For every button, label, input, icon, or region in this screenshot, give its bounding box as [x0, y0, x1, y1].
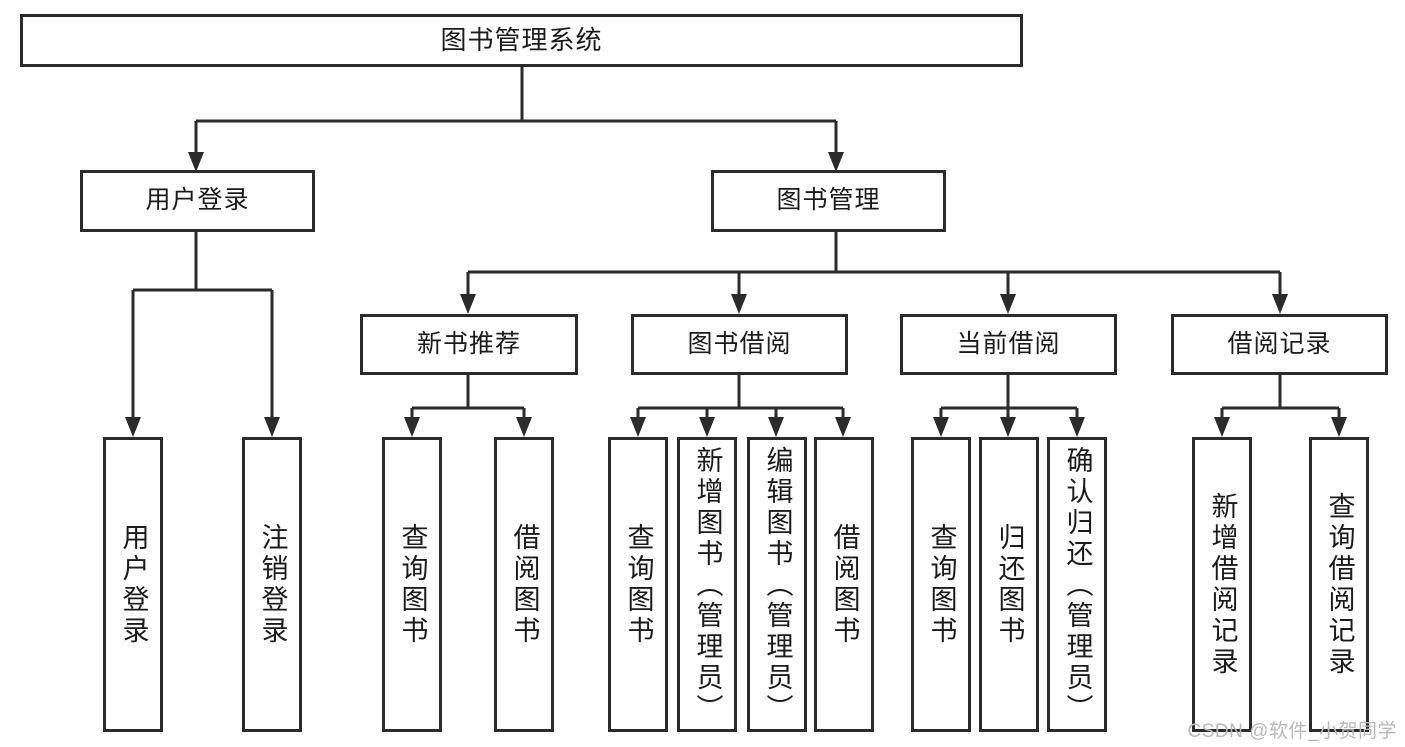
leaf-borrow-books-new[interactable]: 借阅图书	[494, 437, 554, 732]
node-label: 图书借阅	[687, 329, 792, 358]
node-user-login[interactable]: 用户登录	[80, 170, 315, 232]
node-book-borrowing[interactable]: 图书借阅	[631, 314, 848, 375]
leaf-add-book-admin[interactable]: 新增图书（管理员）	[677, 437, 737, 732]
node-label: 图书管理系统	[440, 25, 603, 56]
leaf-confirm-return-admin[interactable]: 确认归还（管理员）	[1047, 437, 1107, 732]
node-label: 查询图书	[623, 522, 654, 647]
leaf-query-borrow-record[interactable]: 查询借阅记录	[1309, 437, 1369, 732]
node-borrowing-records[interactable]: 借阅记录	[1171, 314, 1388, 375]
leaf-query-books-current[interactable]: 查询图书	[911, 437, 971, 732]
node-label: 新书推荐	[416, 329, 521, 358]
node-label: 查询图书	[926, 522, 957, 647]
node-label: 借阅图书	[509, 522, 540, 647]
leaf-edit-book-admin[interactable]: 编辑图书（管理员）	[747, 437, 807, 732]
node-root-book-management-system[interactable]: 图书管理系统	[20, 14, 1023, 67]
node-label: 归还图书	[994, 522, 1025, 647]
leaf-logout[interactable]: 注销登录	[242, 437, 302, 732]
leaf-borrow-books[interactable]: 借阅图书	[814, 437, 874, 732]
node-new-book-recommendation[interactable]: 新书推荐	[360, 314, 578, 375]
node-label: 查询借阅记录	[1324, 491, 1355, 678]
node-label: 注销登录	[257, 522, 288, 647]
node-label: 用户登录	[118, 522, 149, 647]
node-label: 编辑图书（管理员）	[762, 446, 793, 725]
node-label: 借阅记录	[1227, 329, 1332, 358]
leaf-query-books-borrow[interactable]: 查询图书	[608, 437, 668, 732]
node-label: 用户登录	[145, 186, 250, 215]
node-label: 查询图书	[397, 522, 428, 647]
leaf-return-books[interactable]: 归还图书	[979, 437, 1039, 732]
csdn-watermark: CSDN @软件_小贺同学	[1187, 721, 1397, 742]
node-label: 确认归还（管理员）	[1062, 446, 1093, 725]
node-book-management[interactable]: 图书管理	[711, 170, 946, 232]
node-label: 新增借阅记录	[1207, 491, 1238, 678]
leaf-add-borrow-record[interactable]: 新增借阅记录	[1192, 437, 1252, 732]
node-label: 借阅图书	[829, 522, 860, 647]
leaf-user-login[interactable]: 用户登录	[103, 437, 163, 732]
leaf-query-books-new[interactable]: 查询图书	[382, 437, 442, 732]
node-label: 图书管理	[776, 186, 881, 215]
node-label: 新增图书（管理员）	[692, 446, 723, 725]
node-label: 当前借阅	[956, 329, 1061, 358]
node-current-borrowing[interactable]: 当前借阅	[900, 314, 1117, 375]
